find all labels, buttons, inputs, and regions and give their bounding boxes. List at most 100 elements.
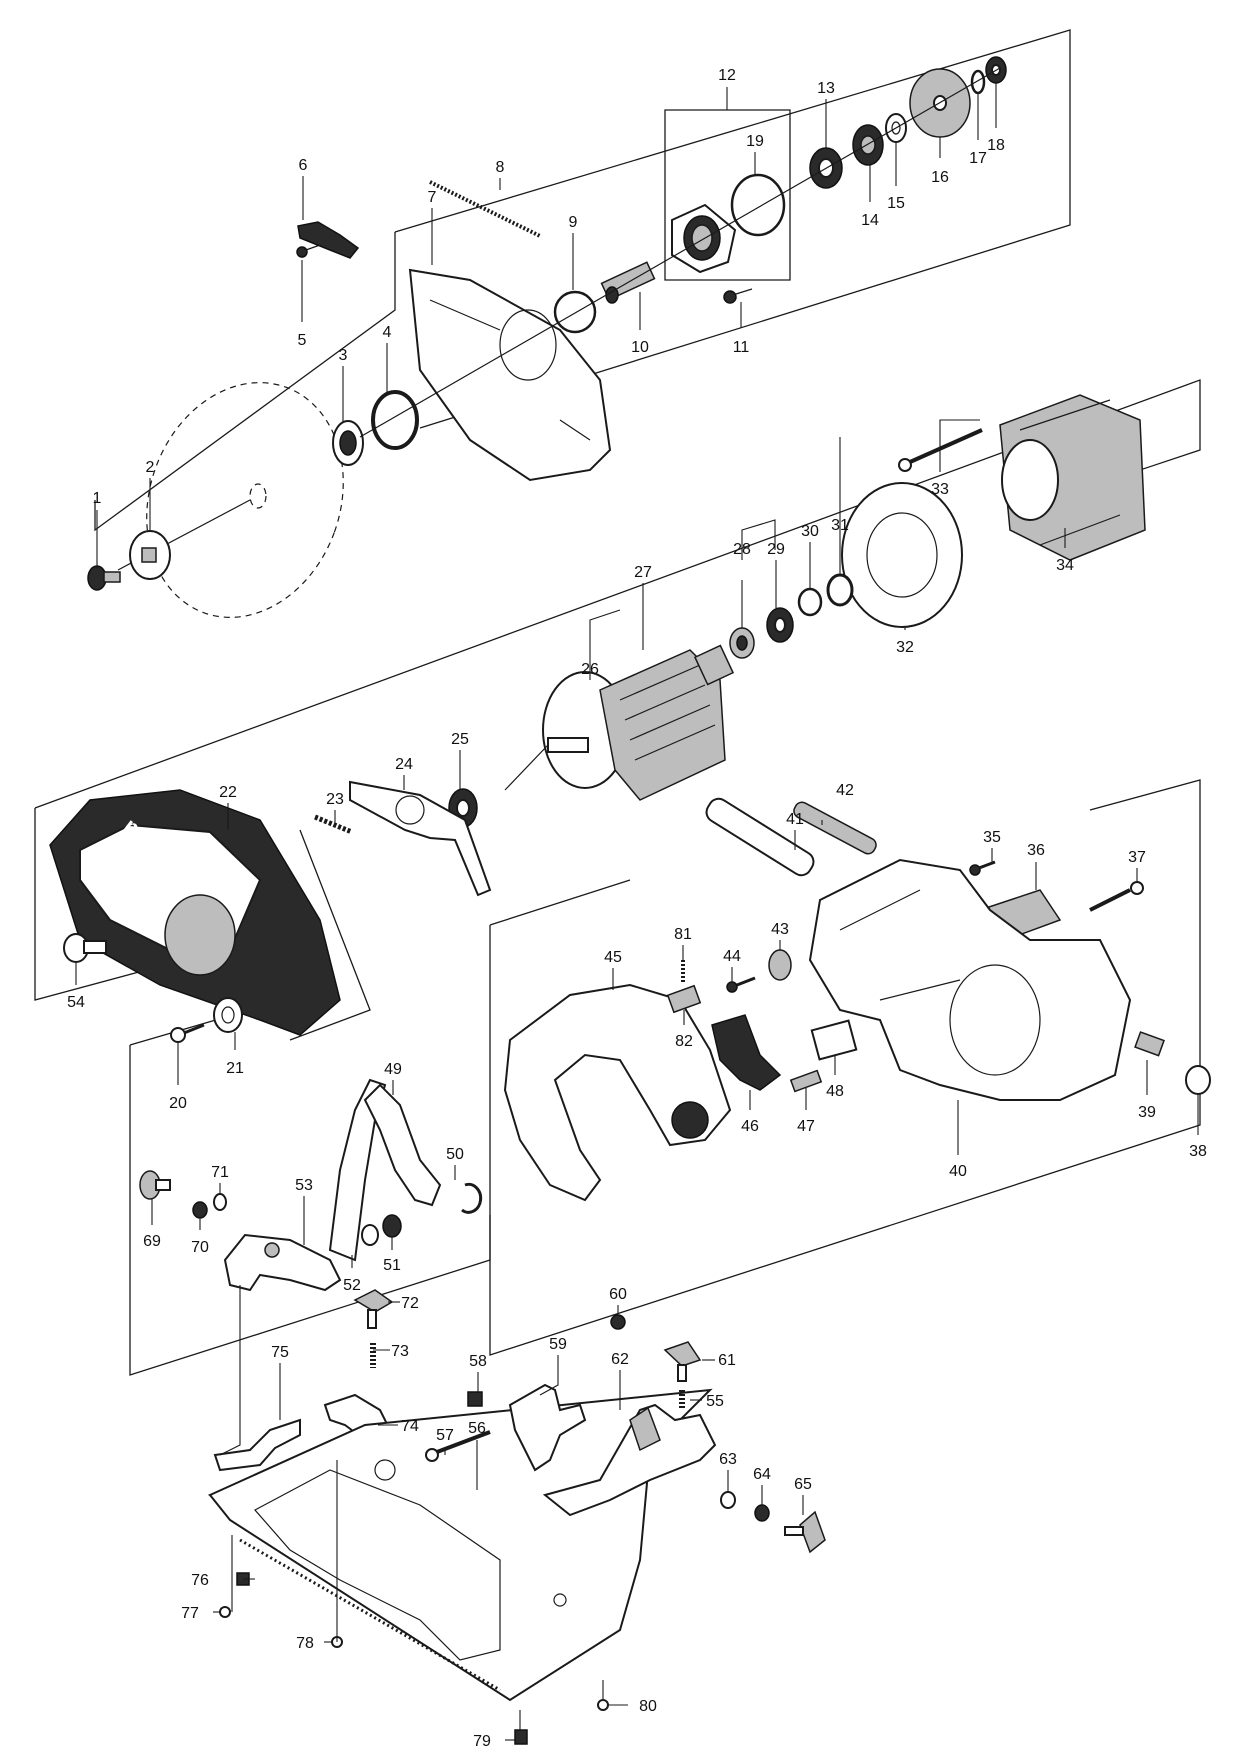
label-part-48: 48 (826, 1083, 844, 1100)
label-part-44: 44 (723, 948, 741, 965)
part-22-blade-case: makita (49, 789, 341, 1036)
label-part-80: 80 (639, 1698, 657, 1715)
label-part-70: 70 (191, 1239, 209, 1256)
leader-lines (75, 83, 1199, 1741)
label-part-16: 16 (931, 169, 949, 186)
part-6-lock-lever (297, 221, 360, 259)
label-part-4: 4 (383, 324, 392, 341)
label-part-27: 27 (634, 564, 652, 581)
label-part-34: 34 (1056, 557, 1074, 574)
label-part-54: 54 (67, 994, 85, 1011)
label-part-57: 57 (436, 1427, 454, 1444)
label-part-46: 46 (741, 1118, 759, 1135)
label-part-12: 12 (718, 67, 736, 84)
part-21-sleeve (213, 997, 243, 1033)
part-80-screw (597, 1699, 609, 1711)
label-part-7: 7 (428, 189, 437, 206)
label-part-55: 55 (706, 1393, 724, 1410)
part-65-wing-bolt (784, 1510, 826, 1554)
label-part-32: 32 (896, 639, 914, 656)
label-part-49: 49 (384, 1061, 402, 1078)
label-part-61: 61 (718, 1352, 736, 1369)
blade-arbor-hole (249, 483, 267, 509)
label-part-5: 5 (298, 332, 307, 349)
part-9-ring (553, 290, 597, 334)
label-part-56: 56 (468, 1420, 486, 1437)
label-part-33: 33 (931, 481, 949, 498)
spindle-axis-line (359, 67, 1001, 438)
label-part-37: 37 (1128, 849, 1146, 866)
part-26-armature (504, 644, 735, 801)
label-part-77: 77 (181, 1605, 199, 1622)
label-part-74: 74 (401, 1418, 419, 1435)
label-part-17: 17 (969, 150, 987, 167)
label-part-51: 51 (383, 1257, 401, 1274)
label-part-79: 79 (473, 1733, 491, 1750)
part-41-side-grip (705, 797, 815, 877)
part-37-screw (1089, 881, 1144, 912)
part-45-handle-cover (503, 983, 732, 1202)
label-part-72: 72 (401, 1295, 419, 1312)
label-part-35: 35 (983, 829, 1001, 846)
label-part-52: 52 (343, 1277, 361, 1294)
part-33-screw (898, 428, 983, 472)
label-part-53: 53 (295, 1177, 313, 1194)
part-3-inner-flange (332, 420, 364, 466)
label-part-59: 59 (549, 1336, 567, 1353)
label-part-39: 39 (1138, 1104, 1156, 1121)
part-29-ball-bearing (766, 607, 794, 643)
part-34-field (999, 394, 1146, 561)
part-50-retaining-ring (461, 1182, 483, 1214)
label-part-26: 26 (581, 661, 599, 678)
label-part-78: 78 (296, 1635, 314, 1652)
part-52-washer (361, 1224, 379, 1246)
label-part-23: 23 (326, 791, 344, 808)
label-part-65: 65 (794, 1476, 812, 1493)
part-61-wing-bolt (663, 1341, 702, 1382)
label-part-20: 20 (169, 1095, 187, 1112)
part-31-washer (826, 573, 854, 607)
label-part-11: 11 (733, 339, 750, 356)
label-part-10: 10 (631, 339, 649, 356)
label-part-47: 47 (797, 1118, 815, 1135)
part-28-insulation-washer (729, 627, 755, 659)
part-44-screw (726, 976, 756, 993)
part-5-screw (296, 244, 321, 258)
part-79-screw (514, 1729, 528, 1745)
part-69-wing-bolt (139, 1170, 171, 1200)
part-40-motor-housing (808, 858, 1132, 1101)
label-part-50: 50 (446, 1146, 464, 1163)
frame-bearing-box-12 (664, 109, 791, 281)
label-part-30: 30 (801, 523, 819, 540)
part-46-switch-trigger (711, 1014, 782, 1091)
label-part-1: 1 (93, 490, 102, 507)
label-part-81: 81 (674, 926, 692, 943)
label-part-42: 42 (836, 782, 854, 799)
part-32-baffle-plate (841, 482, 963, 628)
part-70-spring-washer (192, 1201, 208, 1219)
label-part-14: 14 (861, 212, 879, 229)
label-part-43: 43 (771, 921, 789, 938)
label-part-21: 21 (226, 1060, 244, 1077)
frame-guard-22 (289, 829, 371, 1041)
part-72-wing-bolt (353, 1289, 394, 1329)
part-24-shaft-lock (349, 780, 492, 897)
label-part-60: 60 (609, 1286, 627, 1303)
part-7-safety-cover (408, 268, 612, 482)
label-part-6: 6 (299, 157, 308, 174)
part-30-washer (797, 587, 823, 617)
part-82-lock-button (666, 984, 702, 1014)
frame-blade-guard-group (94, 29, 1071, 532)
part-20-screw (170, 1023, 205, 1043)
part-71-flat-washer (213, 1193, 227, 1211)
part-49-bevel-lever (363, 1083, 442, 1207)
part-1-hex-bolt (87, 565, 121, 591)
part-52-link (264, 1242, 280, 1258)
part-23-spring (314, 814, 353, 835)
label-part-24: 24 (395, 756, 413, 773)
part-53-bracket (223, 1078, 387, 1292)
label-part-18: 18 (987, 137, 1005, 154)
label-part-19: 19 (746, 133, 764, 150)
label-part-2: 2 (146, 459, 155, 476)
